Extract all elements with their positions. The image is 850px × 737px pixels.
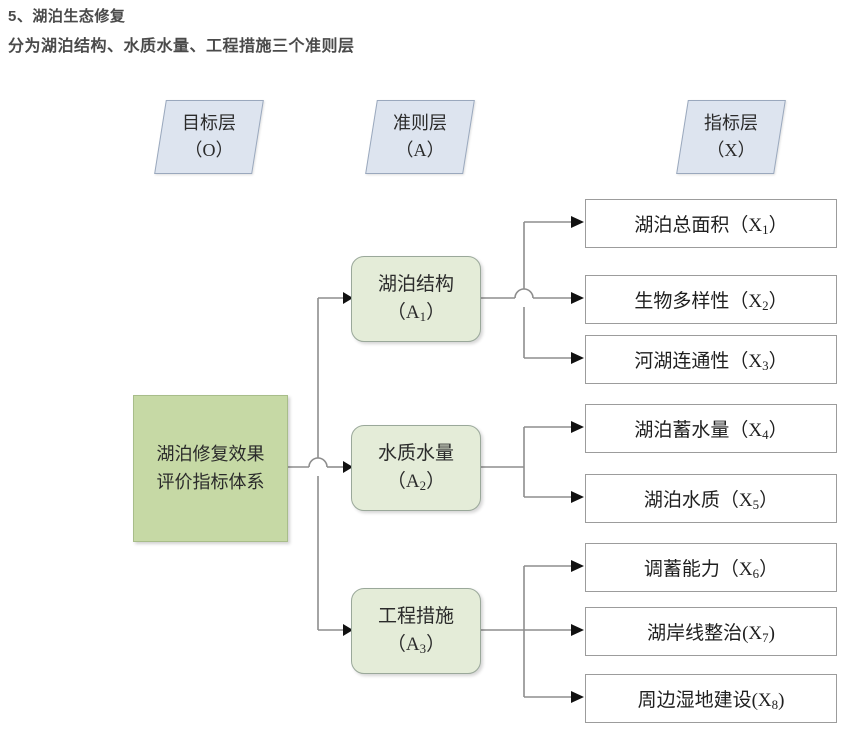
arrowhead — [571, 491, 584, 503]
criteria-box-a2-code: （A2） — [386, 470, 446, 493]
indicator-box-x2-label: 生物多样性（X2） — [634, 290, 788, 313]
criteria-box-a2[interactable]: 水质水量 （A2） — [351, 425, 481, 511]
indicator-box-x3[interactable]: 河湖连通性（X3） — [585, 335, 837, 384]
arrowhead — [571, 691, 584, 703]
criteria-box-a2-title: 水质水量 — [377, 443, 454, 465]
layer-tag-goal-code: （O） — [184, 140, 234, 160]
goal-box[interactable]: 湖泊修复效果评价指标体系 — [133, 395, 288, 542]
indicator-box-x6-label: 调蓄能力（X6） — [643, 558, 779, 581]
layer-tag-criteria-title: 准则层 — [393, 113, 447, 133]
indicator-box-x4[interactable]: 湖泊蓄水量（X4） — [585, 404, 837, 453]
indicator-box-x8-label: 周边湿地建设(X8) — [637, 689, 785, 712]
indicator-box-x1[interactable]: 湖泊总面积（X1） — [585, 199, 837, 248]
arrowhead — [571, 560, 584, 572]
criteria-box-a1-code: （A1） — [386, 301, 446, 324]
indicator-box-x5-label: 湖泊水质（X5） — [643, 489, 779, 512]
indicator-box-x7-label: 湖岸线整治(X7) — [647, 622, 775, 645]
indicator-box-x3-label: 河湖连通性（X3） — [634, 350, 788, 373]
criteria-box-a3[interactable]: 工程措施 （A3） — [351, 588, 481, 674]
indicator-box-x4-label: 湖泊蓄水量（X4） — [634, 419, 788, 442]
indicator-box-x5[interactable]: 湖泊水质（X5） — [585, 474, 837, 523]
indicator-box-x1-label: 湖泊总面积（X1） — [634, 214, 788, 237]
heading-line-1: 5、湖泊生态修复 — [8, 8, 126, 25]
layer-tag-criteria: 准则层 （A） — [365, 100, 475, 174]
criteria-box-a1[interactable]: 湖泊结构 （A1） — [351, 256, 481, 342]
layer-tag-index-code: （X） — [706, 140, 756, 160]
arrowhead — [571, 421, 584, 433]
goal-box-label: 湖泊修复效果评价指标体系 — [156, 443, 265, 492]
indicator-box-x6[interactable]: 调蓄能力（X6） — [585, 543, 837, 592]
heading-line-2: 分为湖泊结构、水质水量、工程措施三个准则层 — [8, 38, 355, 55]
layer-tag-goal: 目标层 （O） — [154, 100, 264, 174]
arrowhead — [571, 352, 584, 364]
layer-tag-criteria-code: （A） — [395, 140, 445, 160]
indicator-box-x2[interactable]: 生物多样性（X2） — [585, 275, 837, 324]
criteria-box-a3-title: 工程措施 — [377, 606, 454, 628]
layer-tag-index-title: 指标层 — [704, 113, 758, 133]
criteria-box-a3-code: （A3） — [386, 633, 446, 656]
arrowhead — [571, 292, 584, 304]
indicator-box-x8[interactable]: 周边湿地建设(X8) — [585, 674, 837, 723]
indicator-box-x7[interactable]: 湖岸线整治(X7) — [585, 607, 837, 656]
criteria-box-a1-title: 湖泊结构 — [377, 274, 454, 296]
layer-tag-index: 指标层 （X） — [676, 100, 786, 174]
arrowhead — [571, 216, 584, 228]
layer-tag-goal-title: 目标层 — [182, 113, 236, 133]
arrowhead — [571, 624, 584, 636]
